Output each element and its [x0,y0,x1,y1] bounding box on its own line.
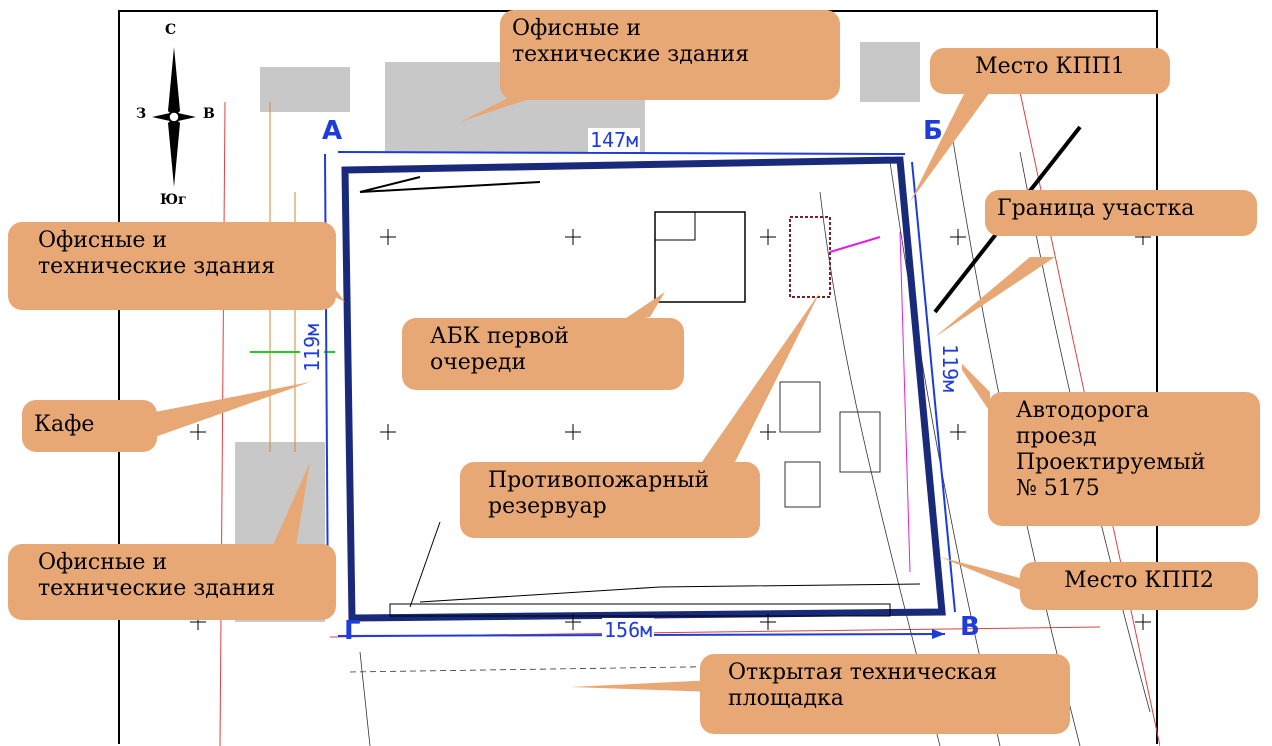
dimension-label-top: 147м [588,128,641,152]
callout-offices-top: Офисные и технические здания [500,10,840,100]
callout-cafe: Кафе [22,400,157,452]
callout-reservoir: Противопожарный резервуар [460,462,760,538]
dimension-line-right [911,161,956,613]
callout-kpp2: Место КПП2 [1020,562,1258,610]
road-line [349,661,1021,673]
corner-label-g: Г [344,616,361,646]
callout-boundary: Граница участка [985,190,1257,236]
shaded-building-area [860,42,920,102]
corner-label-v: В [960,612,980,642]
slope-line [409,521,441,608]
shaded-building-area [260,67,350,112]
callout-pointer [695,292,820,472]
callout-kpp1: Место КПП1 [930,48,1170,94]
small-building [779,381,821,433]
dimension-line-top [337,151,906,155]
abk-building [654,211,746,303]
callout-pointer [935,257,1055,337]
compass-east-label: В [203,106,215,122]
red-boundary-line [219,101,226,746]
small-building [839,411,881,473]
small-building [784,461,821,508]
callout-pointer [570,680,715,692]
slope-line [419,583,921,603]
compass-north-label: С [165,22,177,38]
pipe-line [829,236,881,253]
corner-label-a: А [322,116,343,146]
road-line [819,191,941,746]
callout-abk: АБК первой очереди [402,318,684,390]
fence-line [359,176,421,193]
dimension-label-right: 119м [938,342,962,395]
pipe-line [899,231,911,573]
callout-open-area: Открытая техническая площадка [700,654,1070,734]
reservoir-building [789,216,831,298]
callout-pointer [910,92,990,202]
callout-pointer [155,382,310,437]
callout-offices-bottom: Офисные и технические здания [8,544,336,620]
callout-offices-left: Офисные и технические здания [8,222,336,310]
abk-building [654,211,696,241]
dimension-label-bottom: 156м [602,618,655,642]
callout-pointer [620,292,665,322]
callout-pointer [270,462,310,552]
callout-road: Автодорога проезд Проектируемый № 5175 [988,392,1260,526]
fence-line [359,181,541,193]
corner-label-b: Б [923,116,943,146]
compass-rose [152,47,196,187]
road-line [359,651,371,746]
dimension-arrow [932,629,945,639]
compass-west-label: З [136,106,147,122]
retaining-wall [389,603,891,617]
dimension-label-left: 119м [300,321,324,374]
compass-south-label: Юг [160,192,187,208]
site-outline [341,156,946,622]
